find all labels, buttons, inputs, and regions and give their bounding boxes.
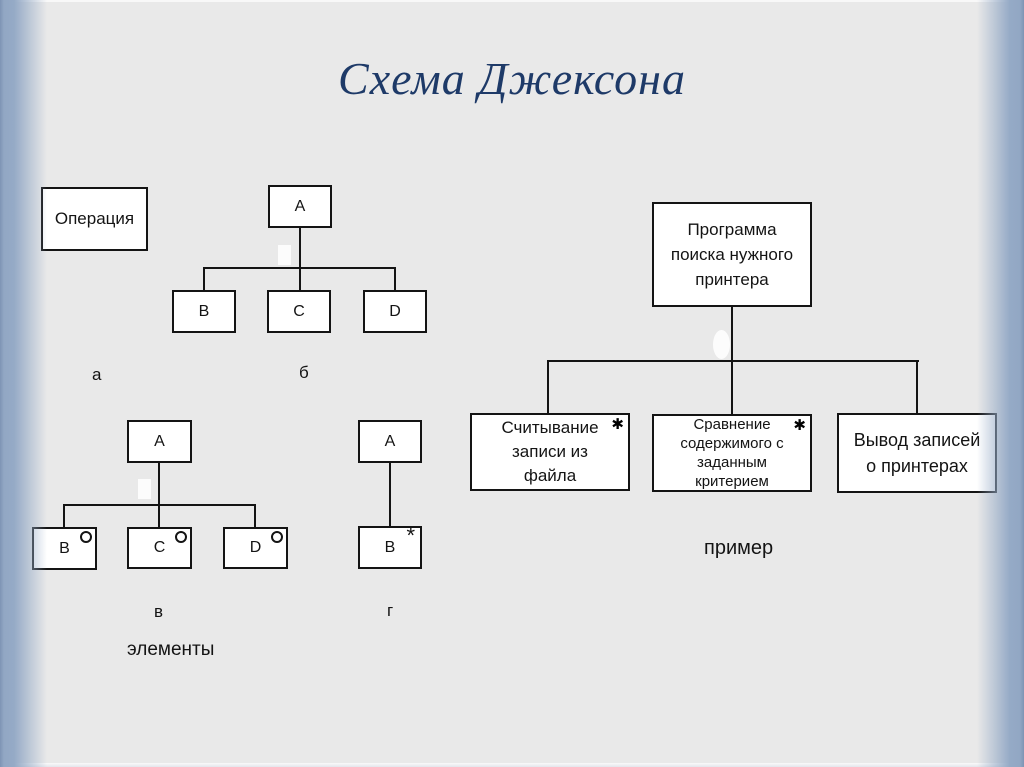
caption-b: б bbox=[299, 363, 309, 382]
selection-circle-icon bbox=[175, 531, 187, 543]
page-title: Схема Джексона bbox=[338, 53, 686, 104]
example-child-line: Считывание bbox=[501, 418, 599, 437]
example-child-line: Сравнение bbox=[693, 416, 771, 433]
selection-child-box: B bbox=[32, 527, 97, 570]
selection-circle-icon bbox=[80, 531, 92, 543]
example-child-line: критерием bbox=[695, 473, 769, 490]
selection-child-label: B bbox=[59, 539, 70, 557]
example-root-line: принтера bbox=[695, 270, 769, 289]
sequence-root-box: A bbox=[268, 185, 332, 228]
iteration-root-label: A bbox=[384, 432, 396, 450]
selection-child-label: D bbox=[249, 539, 262, 556]
connector-line bbox=[547, 360, 549, 414]
iteration-child-label: B bbox=[384, 538, 396, 556]
connector-line bbox=[63, 504, 256, 506]
iteration-root-box: A bbox=[358, 420, 422, 463]
sequence-root-label: A bbox=[294, 197, 306, 215]
example-child-box-read: Считывание записи из файла ✱ bbox=[470, 413, 630, 491]
white-patch bbox=[278, 245, 291, 265]
elements-label: элементы bbox=[127, 639, 215, 660]
example-root-line: поиска нужного bbox=[670, 245, 794, 264]
top-border-line bbox=[0, 0, 1024, 2]
selection-child-label: C bbox=[153, 539, 166, 556]
connector-line bbox=[731, 360, 733, 415]
example-child-line: заданным bbox=[697, 454, 767, 471]
connector-line bbox=[203, 267, 205, 291]
connector-line bbox=[547, 360, 919, 362]
example-child-line: о принтерах bbox=[866, 456, 968, 476]
right-gradient-border bbox=[976, 0, 1024, 767]
selection-root-label: A bbox=[154, 432, 165, 450]
example-child-line: записи из bbox=[512, 442, 588, 461]
iteration-star-icon: * bbox=[406, 523, 415, 548]
white-patch bbox=[713, 330, 730, 359]
sequence-child-box: C bbox=[267, 290, 331, 333]
left-gradient-border bbox=[0, 0, 48, 767]
selection-child-box: D bbox=[223, 527, 288, 569]
connector-line bbox=[299, 267, 301, 291]
sequence-child-label: D bbox=[389, 302, 401, 320]
bottom-border-line bbox=[0, 763, 1024, 767]
connector-line bbox=[394, 267, 396, 291]
example-root-box: Программа поиска нужного принтера bbox=[652, 202, 812, 307]
sequence-child-box: D bbox=[363, 290, 427, 333]
connector-line bbox=[389, 461, 391, 527]
selection-child-box: C bbox=[127, 527, 192, 569]
selection-root-box: A bbox=[127, 420, 192, 463]
example-child-box-output: Вывод записей о принтерах bbox=[837, 413, 997, 493]
connector-line bbox=[158, 461, 160, 527]
connector-line bbox=[299, 226, 301, 269]
white-patch bbox=[138, 479, 151, 499]
sequence-child-box: B bbox=[172, 290, 236, 333]
iteration-asterisk-icon: ✱ bbox=[793, 417, 806, 434]
caption-v: в bbox=[154, 602, 164, 621]
iteration-asterisk-icon: ✱ bbox=[611, 416, 624, 433]
example-child-line: файла bbox=[523, 466, 577, 485]
example-root-line: Программа bbox=[687, 220, 777, 239]
example-child-box-compare: Сравнение содержимого с заданным критери… bbox=[652, 414, 812, 492]
connector-line bbox=[254, 504, 256, 528]
example-child-line: Вывод записей bbox=[853, 430, 981, 450]
selection-circle-icon bbox=[271, 531, 283, 543]
sequence-child-label: C bbox=[293, 302, 305, 320]
example-child-line: содержимого с bbox=[680, 435, 784, 452]
operation-box: Операция bbox=[41, 187, 148, 251]
example-caption: пример bbox=[704, 537, 774, 559]
connector-line bbox=[916, 360, 918, 414]
caption-g: г bbox=[387, 601, 394, 620]
sequence-child-label: B bbox=[198, 302, 210, 320]
connector-line bbox=[731, 305, 733, 362]
iteration-child-box: B * bbox=[358, 523, 422, 569]
operation-label: Операция bbox=[54, 209, 135, 228]
caption-a: а bbox=[92, 365, 102, 384]
connector-line bbox=[63, 504, 65, 528]
